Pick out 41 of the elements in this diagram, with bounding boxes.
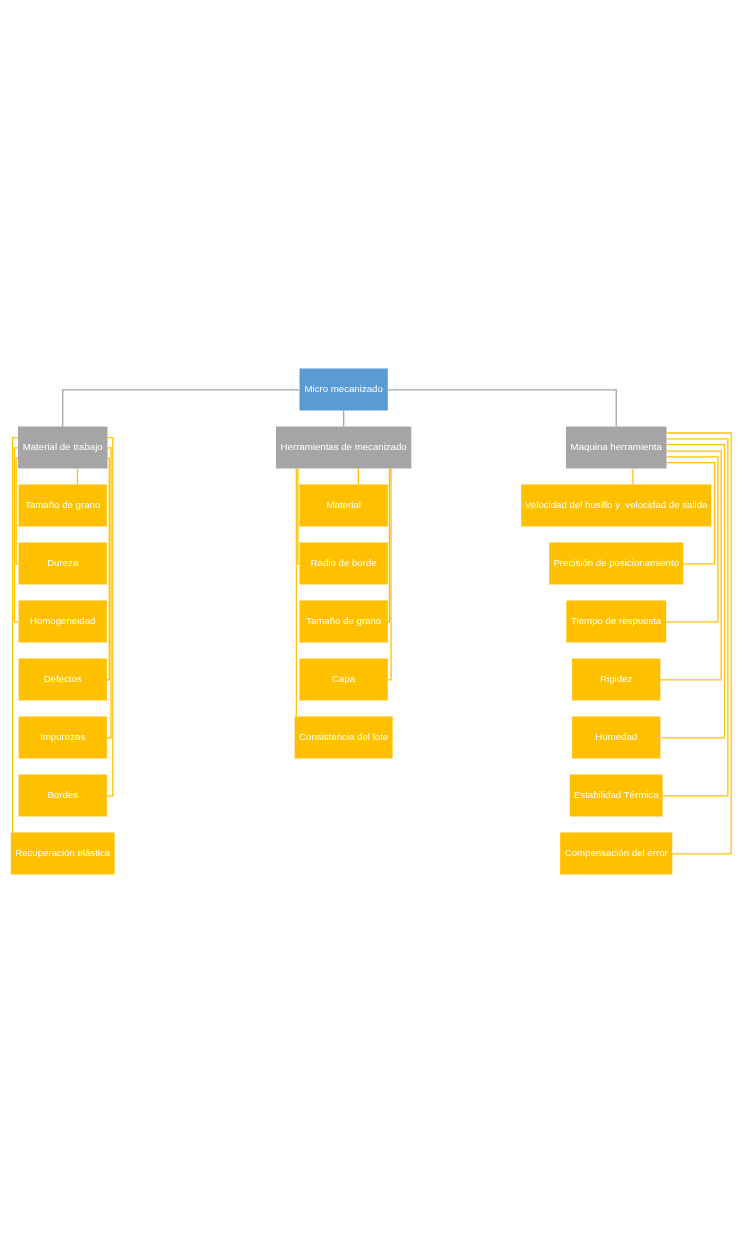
connector <box>15 457 20 564</box>
node-box: Defectos <box>18 658 107 700</box>
connector <box>297 467 301 564</box>
connector <box>295 467 297 717</box>
node-box: Estabilidad Térmica <box>569 774 663 816</box>
node-box: Compensación del error <box>560 832 673 874</box>
connector <box>62 388 301 427</box>
node-box: Maquina herramienta <box>565 426 667 468</box>
node-box: Micro mecanizado <box>299 368 388 410</box>
node-box: Radio de borde <box>299 542 388 584</box>
node-box: Material <box>299 484 388 526</box>
connector <box>387 388 617 427</box>
connector <box>387 467 392 680</box>
connector <box>659 443 726 738</box>
connector <box>666 431 732 854</box>
connector <box>13 446 20 622</box>
connector <box>387 467 391 622</box>
connector <box>665 461 716 564</box>
node-box: Humedad <box>572 716 661 758</box>
connector <box>632 467 634 485</box>
node-box: Tiempo de respuesta <box>566 600 667 642</box>
connector <box>659 449 722 680</box>
connector <box>662 437 729 796</box>
node-box: Homogeneidad <box>18 600 107 642</box>
node-box: Precisión de posicionamiento <box>549 542 684 584</box>
node-box: Tamaño de grano <box>18 484 107 526</box>
node-box: Recuperación elástica <box>10 832 115 874</box>
connector <box>106 457 110 680</box>
node-box: Tamaño de grano <box>299 600 388 642</box>
connector <box>11 436 19 833</box>
node-box: Bordes <box>18 774 107 816</box>
node-box: Rigidez <box>572 658 661 700</box>
connector <box>665 455 719 622</box>
node-box: Consistencia del lote <box>294 716 393 758</box>
node-box: Dureza <box>18 542 107 584</box>
node-box: Herramientas de mecanizado <box>276 426 412 468</box>
connector <box>106 446 112 738</box>
node-box: Velocidad del husillo y velocidad de salida <box>521 484 712 526</box>
node-box: Impurezas <box>18 716 107 758</box>
node-box: Capa <box>299 658 388 700</box>
node-box: Material de trabajo <box>17 426 108 468</box>
